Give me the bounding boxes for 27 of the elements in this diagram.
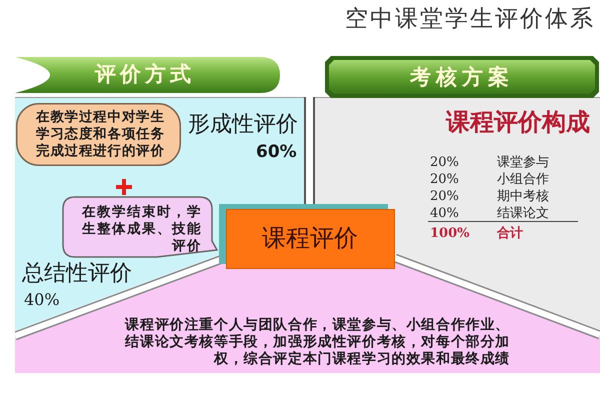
percentage-value: 20% [430, 189, 459, 205]
percentage-value: 20% [430, 155, 459, 171]
panel-heading: 总结性评价 [22, 261, 132, 288]
page-title: 空中课堂学生评价体系 [345, 6, 595, 34]
banner [15, 56, 280, 94]
callout-bubble [16, 103, 181, 166]
percentage: 60% [256, 142, 297, 162]
panel-heading: 形成性评价 [188, 112, 298, 138]
panel-title: 课程评价构成 [446, 108, 590, 137]
bubble-text: 在教学过程中对学生学习态度和各项任务完成过程进行的评价 [36, 109, 166, 160]
percentage-value: 40% [430, 206, 459, 222]
paragraph: 课程评价注重个人与团队合作，课堂参与、小组合作作业、结课论文考核等手段，加强形成性评价考核，对每个部分加权，综合评定本门课程学习的效果和最终成绩 [124, 317, 510, 368]
row-label: 期中考核 [497, 189, 549, 205]
banner-heading: 考核方案 [410, 64, 514, 90]
box-title: 课程评价 [262, 224, 358, 253]
banner-heading: 评价方式 [95, 61, 195, 86]
percentage-value: 20% [430, 172, 459, 188]
highlight-box [219, 204, 395, 269]
banner [325, 56, 599, 98]
percentage-value: 100% [430, 226, 470, 242]
row-label: 课堂参与 [497, 155, 549, 171]
percentage: 40% [24, 290, 60, 310]
callout-bubble [62, 196, 218, 259]
row-label: 结课论文 [497, 206, 549, 222]
row-label: 小组合作 [497, 172, 549, 188]
bubble-text: 在教学结束时，学生整体成果、技能评价 [80, 204, 202, 255]
row-label: 合计 [497, 226, 523, 242]
